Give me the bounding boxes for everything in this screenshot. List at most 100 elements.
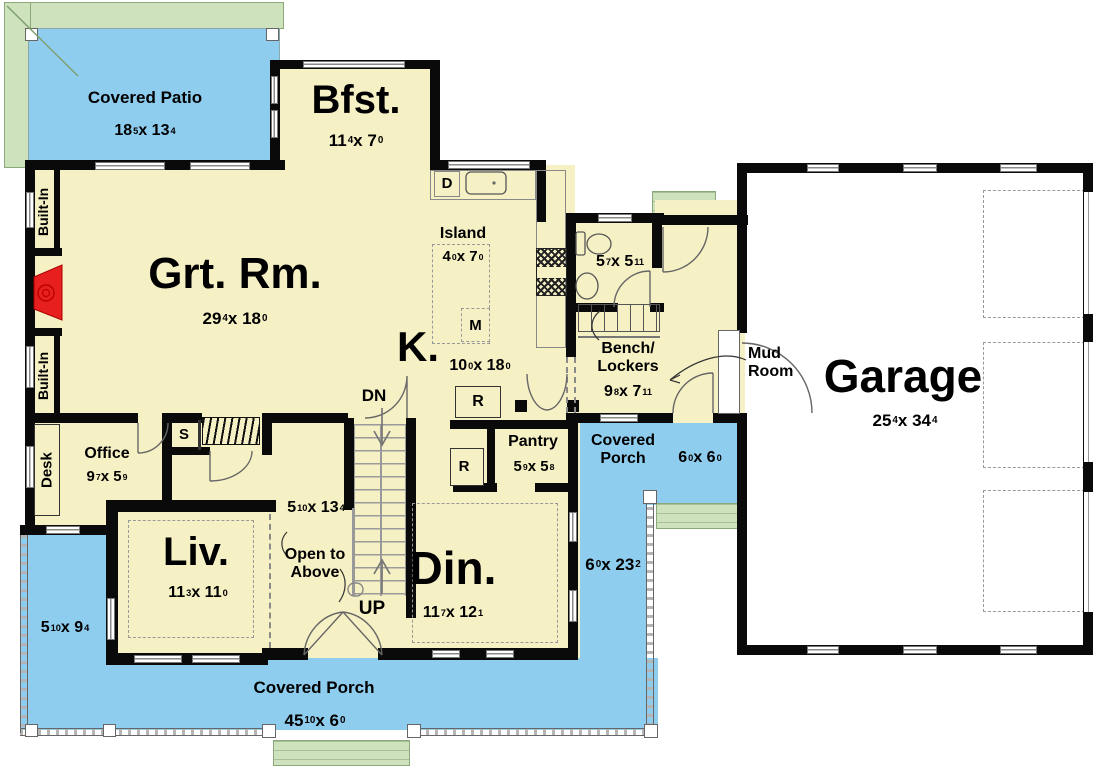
bench-line: [578, 336, 660, 338]
wall: [262, 413, 272, 455]
bench-lockers-label-1: Bench/: [601, 340, 655, 358]
wall: [566, 213, 576, 312]
wall: [344, 418, 354, 510]
bfst-label: Bfst.: [311, 77, 401, 122]
garage-door: [1084, 492, 1093, 612]
garage-door: [1084, 342, 1093, 462]
porch-railing-bottom-left: [20, 728, 275, 736]
microwave-label: M: [469, 316, 482, 334]
door-stub: [567, 400, 579, 412]
open-boundary-dash: [269, 514, 271, 648]
mud-room-label-1: Mud: [748, 345, 781, 363]
wall: [262, 413, 348, 423]
window: [46, 526, 80, 534]
bench-lockers-label-2: Lockers: [597, 358, 659, 376]
stairs-dn-label: DN: [361, 386, 387, 406]
lockers-icon: [578, 304, 660, 332]
window: [598, 214, 632, 222]
window: [903, 646, 937, 654]
dishwasher-label: D: [441, 174, 453, 192]
garage-bay-1: [983, 190, 1085, 318]
patio-post: [25, 28, 38, 41]
wall: [453, 483, 497, 492]
wall: [652, 223, 662, 268]
window: [569, 512, 577, 542]
patio-post: [266, 28, 279, 41]
porch-left-floor: [20, 535, 108, 658]
wall: [737, 413, 747, 655]
wall: [737, 225, 747, 333]
mud-room-door-opening: [718, 330, 740, 414]
stair-divider: [380, 424, 382, 596]
wall: [487, 429, 495, 489]
pantry-label: Pantry: [508, 433, 558, 451]
garage-bay-3: [983, 490, 1085, 612]
wall: [262, 648, 308, 660]
porch-railing-bottom-right: [408, 728, 658, 736]
window: [1000, 646, 1037, 654]
built-in-top-label: Built-In: [35, 187, 51, 237]
built-in-partition: [54, 332, 60, 416]
wall: [450, 420, 578, 429]
window: [190, 162, 250, 170]
window: [569, 590, 577, 622]
wall: [25, 413, 138, 423]
window: [192, 655, 240, 663]
cased-opening-dash: [574, 357, 576, 413]
wall: [652, 215, 748, 225]
microwave-box: [461, 308, 490, 342]
range-icon: [536, 248, 567, 296]
open-to-above-label-2: Above: [290, 564, 340, 582]
porch-railing-left: [20, 535, 28, 733]
wall: [737, 163, 747, 225]
closet-label: S: [178, 425, 189, 443]
wall: [535, 483, 578, 492]
closet-partition: [198, 420, 201, 450]
kitchen-label: K.: [397, 323, 439, 371]
stairs-up-label: UP: [358, 598, 386, 620]
window: [1000, 164, 1037, 172]
window: [26, 446, 34, 488]
window: [26, 192, 34, 228]
window: [134, 655, 182, 663]
wall: [106, 500, 276, 512]
porch-post: [644, 724, 658, 738]
open-to-above-label-1: Open to: [284, 546, 346, 564]
din-label: Din.: [409, 542, 497, 595]
wall: [106, 653, 268, 665]
wall: [162, 447, 210, 455]
built-in-partition: [54, 168, 60, 252]
door-stub: [515, 400, 527, 412]
patio-roof-band-left: [4, 2, 31, 168]
window: [600, 414, 638, 422]
patio-label: Covered Patio: [87, 88, 203, 108]
cased-opening-dash: [566, 357, 568, 413]
window: [448, 161, 530, 169]
garage-door: [1084, 192, 1093, 314]
kitchen-island: [432, 244, 490, 344]
wall: [430, 60, 440, 170]
wall: [162, 423, 172, 503]
wall: [566, 303, 576, 357]
steps-side-porch: [656, 503, 744, 529]
porch-side-label: Covered Porch: [590, 432, 656, 467]
built-in-bottom-label: Built-In: [35, 351, 51, 401]
office-label: Office: [84, 445, 130, 463]
window: [903, 164, 937, 172]
steps-front: [273, 740, 410, 766]
kitchen-counter-top: [430, 170, 536, 200]
din-area-dash: [412, 503, 558, 643]
